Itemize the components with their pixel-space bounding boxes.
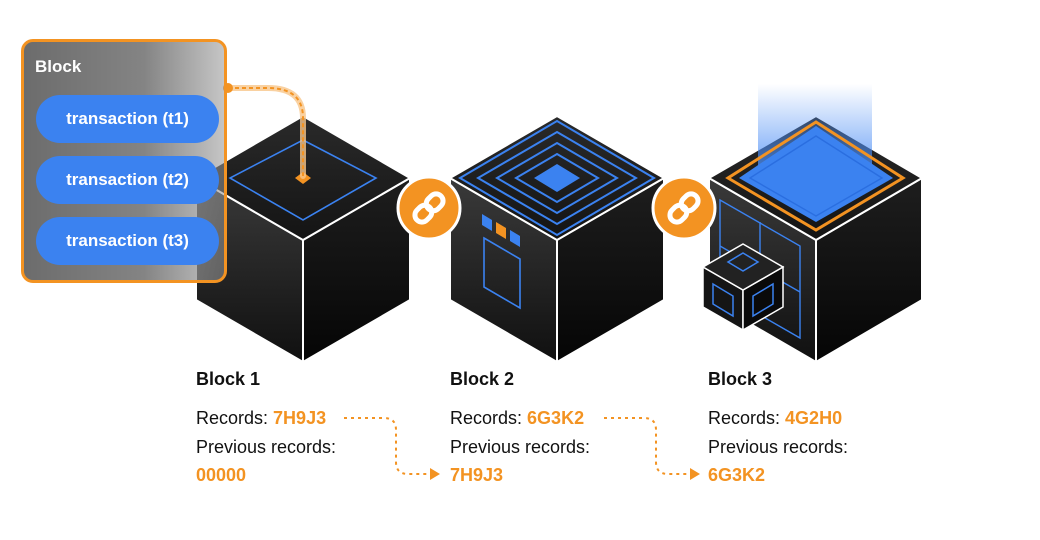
block-1-prev-label: Previous records: <box>196 437 337 457</box>
block-2-cube <box>448 114 666 364</box>
block-3-records-hash: 4G2H0 <box>785 408 843 428</box>
transaction-t3: transaction (t3) <box>36 217 219 265</box>
link-icon <box>396 175 462 241</box>
transaction-t2: transaction (t2) <box>36 156 219 204</box>
block-2-prev-label: Previous records: <box>450 437 591 457</box>
block-2-records-hash: 6G3K2 <box>527 408 585 428</box>
block-1-records-hash: 7H9J3 <box>273 408 327 428</box>
block-3-prev-hash: 6G3K2 <box>708 465 766 485</box>
transaction-t1: transaction (t1) <box>36 95 219 143</box>
block-3-records: Records: 4G2H0 <box>708 408 843 428</box>
block-1-prev-hash: 00000 <box>196 465 247 485</box>
block-3-cube <box>701 84 924 364</box>
block-3-prev-label: Previous records: <box>708 437 849 457</box>
block-detail-panel: Block transaction (t1) transaction (t2) … <box>21 39 227 283</box>
hash-link-arrow-1 <box>344 417 440 480</box>
popup-connector <box>228 87 304 176</box>
block-1-records: Records: 7H9J3 <box>196 408 327 428</box>
block-2-records: Records: 6G3K2 <box>450 408 585 428</box>
block-1-title: Block 1 <box>196 369 261 389</box>
block-2-prev-hash: 7H9J3 <box>450 465 504 485</box>
block-3-title: Block 3 <box>708 369 773 389</box>
block-panel-title: Block <box>35 57 82 76</box>
hash-link-arrow-2 <box>604 417 700 480</box>
link-icon <box>651 175 717 241</box>
block-2-title: Block 2 <box>450 369 515 389</box>
